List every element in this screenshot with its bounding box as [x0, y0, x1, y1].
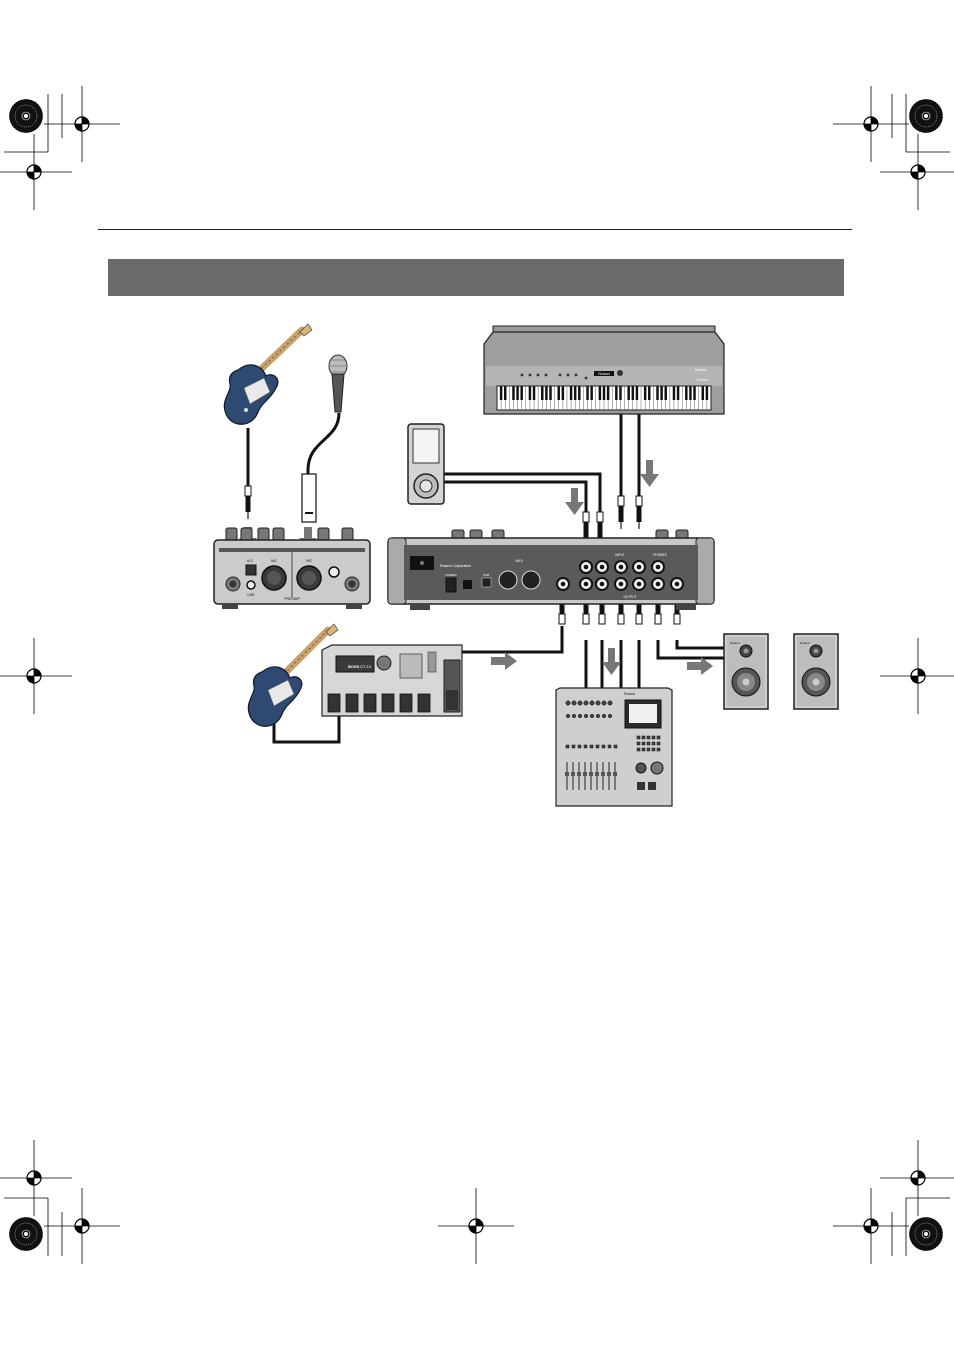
monitor-speaker-right: Roland	[794, 634, 838, 709]
output-jack	[580, 578, 592, 590]
cable-player-l	[444, 482, 586, 514]
output-jack	[652, 578, 664, 590]
effects-brand: BOSS	[348, 664, 360, 669]
radial-wheel-icon	[9, 99, 43, 133]
cable-mic	[308, 413, 339, 478]
rear-usb-label: USB	[483, 573, 489, 577]
plug	[618, 496, 624, 529]
rca-jack	[580, 561, 592, 573]
speaker-brand-2: Roland	[800, 641, 810, 645]
digital-jack	[557, 578, 569, 590]
speaker-brand: Roland	[730, 641, 740, 645]
plug	[245, 486, 251, 519]
crosshair-circle-icon	[880, 134, 954, 210]
audio-interface-rear: Roland Corporation POWER USB MIDI INPUT …	[388, 530, 714, 610]
input-jack	[615, 561, 627, 573]
front-line-label: LINE	[247, 593, 254, 597]
piano-brand-small: Roland	[695, 368, 706, 372]
crosshair-circle-icon	[438, 1188, 514, 1264]
crosshair-circle-icon	[0, 638, 72, 714]
crosshair-circle-icon	[0, 134, 72, 210]
output-jack	[633, 578, 645, 590]
multi-effects-processor: BOSS GT-10	[322, 645, 462, 716]
gray-arrow-icon	[640, 460, 659, 487]
rca-jack	[596, 561, 608, 573]
monitor-speaker-left: Roland	[724, 634, 768, 709]
crosshair-circle-icon	[880, 638, 954, 714]
electric-guitar	[224, 324, 312, 424]
rear-output-label: OUTPUT	[623, 595, 636, 599]
rear-phones-label: PHONES	[653, 553, 666, 557]
radial-wheel-icon	[9, 1217, 43, 1251]
crosshair-circle-icon	[880, 1140, 954, 1216]
recorder-faders	[565, 762, 617, 790]
front-mic-label: MIC	[271, 559, 278, 563]
crosshair-circle-icon	[833, 86, 909, 162]
gain-knob	[226, 577, 240, 591]
radial-wheel-icon	[909, 1217, 943, 1251]
gray-arrow-icon	[602, 648, 621, 675]
crosshair-circle-icon	[44, 86, 120, 162]
xlr-plug	[302, 474, 316, 522]
portable-media-player	[408, 424, 444, 504]
crosshair-circle-icon	[833, 1188, 909, 1264]
front-hiz-label: HI-Z	[247, 559, 253, 563]
rear-midi-label: MIDI	[515, 559, 522, 563]
front-mic-label-2: MIC	[306, 559, 313, 563]
digital-piano: Roland Roland V-Piano	[484, 326, 724, 414]
cable-effects	[462, 626, 562, 652]
output-jack	[596, 578, 608, 590]
rear-power-label: POWER	[445, 573, 457, 577]
microphone	[329, 355, 347, 412]
input-jack	[633, 561, 645, 573]
output-jack	[671, 578, 683, 590]
front-preamp-label: PRE-AMP	[284, 597, 300, 601]
gray-arrow-icon	[565, 488, 584, 515]
radial-wheel-icon	[909, 99, 943, 133]
input-jack	[652, 561, 664, 573]
plug	[636, 496, 642, 529]
crosshair-circle-icon	[44, 1188, 120, 1264]
effects-model: GT-10	[360, 664, 372, 669]
rear-maker-label: Roland Corporation	[440, 564, 471, 568]
audio-interface-front: HI-Z MIC MIC LINE PRE-AMP	[214, 528, 370, 609]
piano-model: V-Piano	[696, 378, 708, 382]
piano-brand: Roland	[598, 372, 609, 376]
gray-arrow-icon	[491, 652, 517, 670]
gain-knob	[345, 577, 359, 591]
output-jack	[615, 578, 627, 590]
gray-arrow-icon	[687, 657, 713, 675]
recorder-brand: Roland	[624, 692, 635, 696]
digital-recorder: Roland	[556, 688, 672, 806]
cable-spk-2	[677, 640, 724, 648]
crosshair-circle-icon	[0, 1140, 72, 1216]
rear-input-label: INPUT	[615, 553, 625, 557]
